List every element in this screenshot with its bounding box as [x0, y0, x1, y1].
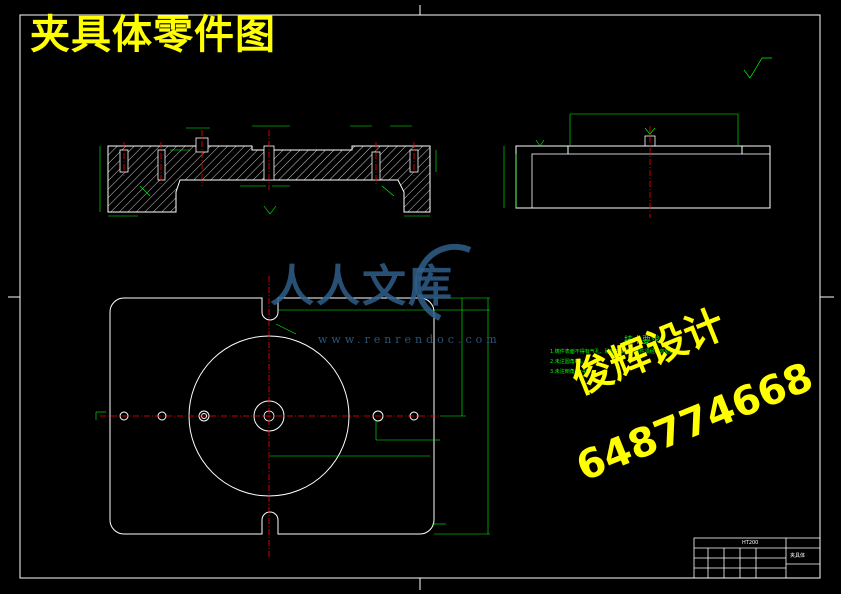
plan-view [95, 276, 490, 558]
tech-requirement-item: 3.未注倒角1×45°。 [550, 369, 597, 375]
title-block [693, 537, 821, 579]
title-block-material: HT200 [742, 540, 759, 546]
watermark-logo: 人人文库 [270, 261, 454, 312]
section-view [99, 125, 437, 217]
drawing-title: 夹具体零件图 [30, 11, 276, 58]
side-view [503, 113, 771, 218]
watermark-url: www.renrendoc.com [318, 333, 501, 346]
tech-requirement-item: 2.未注圆角R3。 [550, 359, 587, 365]
roughness-symbol [743, 57, 772, 79]
centering-marks [8, 5, 834, 590]
tech-requirements-title: 技术要求 [624, 336, 661, 346]
tech-requirement-item: 1.铸件表面不得有气孔、砂眼等缺陷，铸件须经时效处理。 [550, 349, 680, 355]
logo-mark [414, 243, 472, 321]
title-block-part-name: 夹具体 [790, 553, 806, 559]
